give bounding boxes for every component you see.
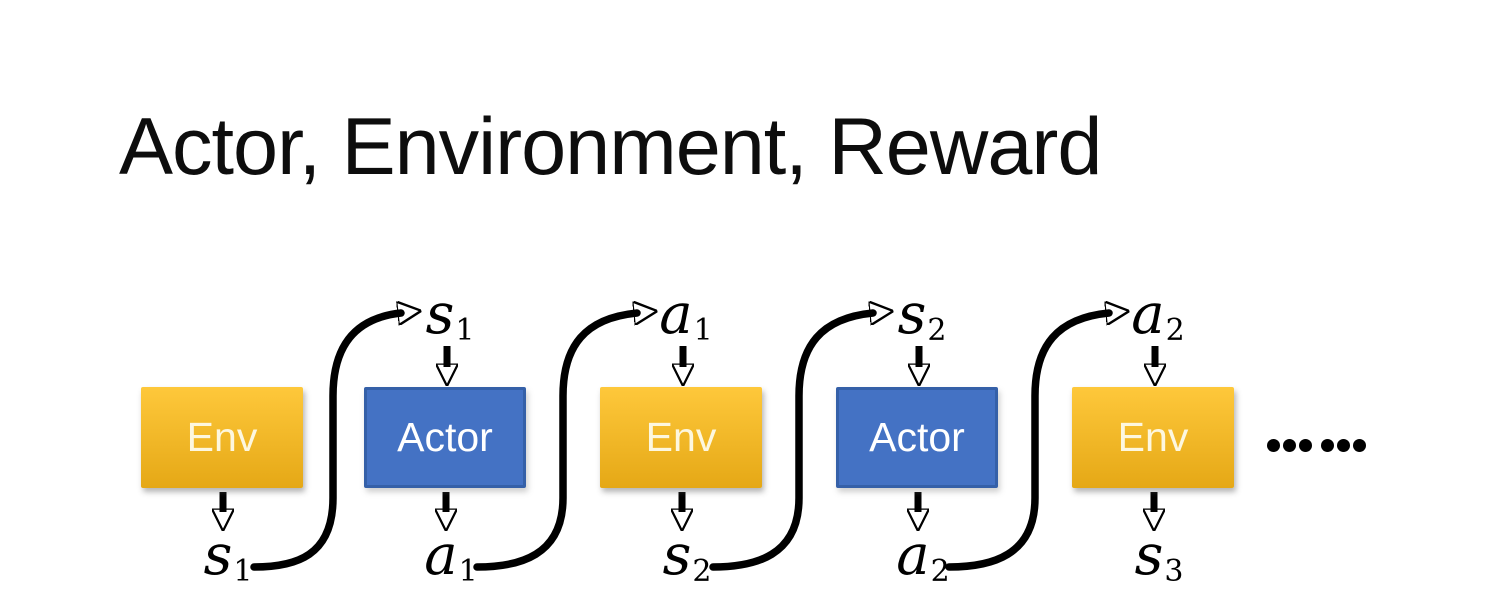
- top-label-a2-base: a: [1131, 282, 1165, 347]
- bottom-label-a1-sub: 1: [458, 553, 478, 589]
- actor-box-2: Actor: [836, 387, 998, 488]
- bottom-label-s2-base: s: [662, 523, 692, 588]
- ellipsis-dot: [1283, 439, 1296, 452]
- bottom-label-s1: s1: [204, 528, 253, 587]
- bottom-label-s1-sub: 1: [233, 553, 253, 589]
- bottom-label-s2-sub: 2: [692, 553, 712, 589]
- bottom-label-a2: a2: [896, 528, 949, 587]
- top-label-a1: a1: [659, 287, 712, 346]
- bottom-label-a1-base: a: [424, 523, 458, 588]
- bottom-label-s3-sub: 3: [1164, 553, 1184, 589]
- env-box-2-label: Env: [645, 414, 717, 460]
- top-label-s2: s2: [898, 287, 947, 346]
- bottom-label-a2-base: a: [896, 523, 930, 588]
- env-box-2: Env: [600, 387, 762, 488]
- top-label-a1-base: a: [659, 282, 693, 347]
- ellipsis-dot: [1321, 439, 1334, 452]
- bottom-label-s1-base: s: [203, 523, 233, 588]
- top-label-a1-sub: 1: [693, 312, 713, 348]
- top-label-s2-base: s: [897, 282, 927, 347]
- bottom-label-a2-sub: 2: [930, 553, 950, 589]
- env-box-1: Env: [141, 387, 303, 488]
- actor-box-1: Actor: [364, 387, 526, 488]
- env-box-3-label: Env: [1117, 414, 1189, 460]
- top-label-s1-sub: 1: [455, 312, 475, 348]
- ellipsis-dot: [1299, 439, 1312, 452]
- bottom-label-s3-base: s: [1134, 523, 1164, 588]
- ellipsis-dot: [1337, 439, 1350, 452]
- ellipsis-dot: [1267, 439, 1280, 452]
- actor-box-1-label: Actor: [397, 414, 493, 460]
- top-label-a2: a2: [1131, 287, 1184, 346]
- env-box-3: Env: [1072, 387, 1234, 488]
- actor-box-2-label: Actor: [869, 414, 965, 460]
- ellipsis-dot: [1353, 439, 1366, 452]
- bottom-label-s3: s3: [1135, 528, 1184, 587]
- bottom-label-s2: s2: [663, 528, 712, 587]
- ellipsis-icon: [1267, 439, 1369, 452]
- top-label-s1-base: s: [425, 282, 455, 347]
- env-box-1-label: Env: [186, 414, 258, 460]
- bottom-label-a1: a1: [424, 528, 477, 587]
- top-label-s1: s1: [426, 287, 475, 346]
- top-label-s2-sub: 2: [927, 312, 947, 348]
- top-label-a2-sub: 2: [1165, 312, 1185, 348]
- slide-title: Actor, Environment, Reward: [119, 102, 1102, 192]
